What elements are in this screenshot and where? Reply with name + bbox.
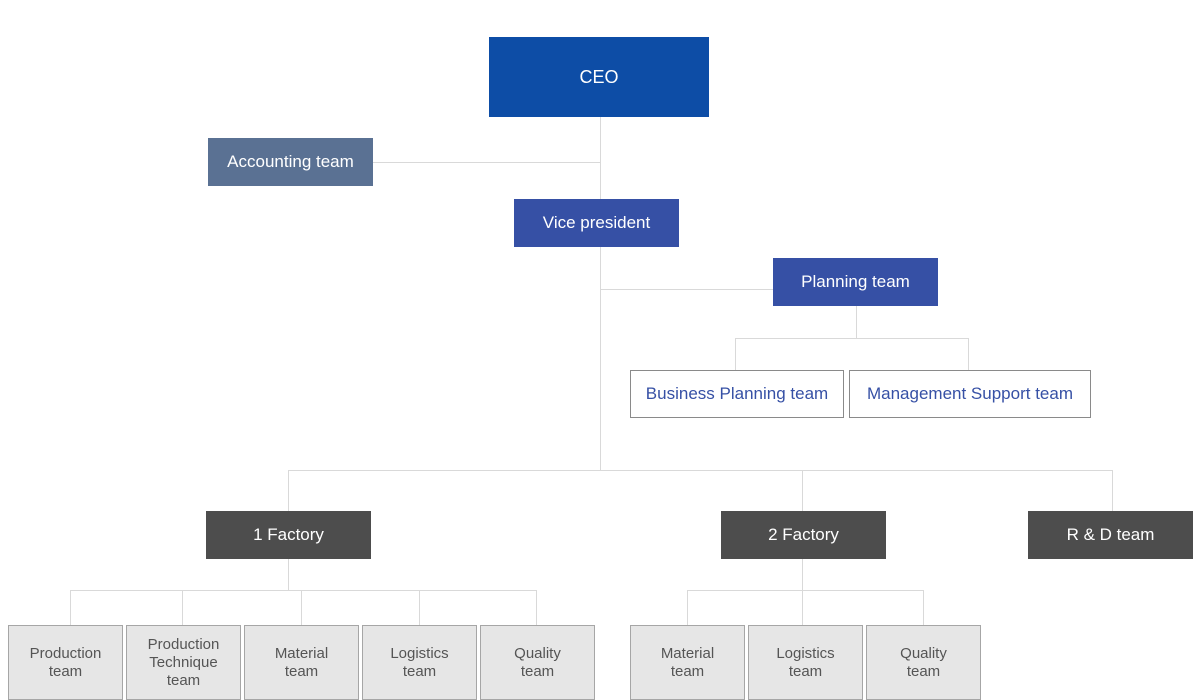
factory2-node[interactable]: 2 Factory bbox=[721, 511, 886, 559]
factory1-label: 1 Factory bbox=[253, 525, 324, 544]
connector-planning-down bbox=[856, 306, 857, 339]
rnd-team-label: R & D team bbox=[1066, 525, 1155, 544]
connector-planning-bus bbox=[735, 338, 969, 339]
connector-f1-team-2 bbox=[182, 590, 183, 625]
connector-f1-team-3 bbox=[301, 590, 302, 625]
vice-president-label: Vice president bbox=[542, 213, 651, 232]
connector-factory1-down bbox=[288, 559, 289, 590]
rnd-team-node[interactable]: R & D team bbox=[1028, 511, 1193, 559]
team-label-line1: Quality bbox=[900, 644, 947, 662]
connector-factory1-bus bbox=[70, 590, 537, 591]
connector-factory2-bus bbox=[687, 590, 924, 591]
connector-factory-bus bbox=[288, 470, 1113, 471]
team-label-line1: Logistics bbox=[390, 644, 449, 662]
team-label-line2: Technique team bbox=[149, 653, 218, 689]
team-label-line2: team bbox=[284, 662, 319, 680]
planning-team-label: Planning team bbox=[801, 272, 910, 291]
connector-f1-team-1 bbox=[70, 590, 71, 625]
team-label-line1: Production bbox=[29, 644, 102, 662]
vice-president-node[interactable]: Vice president bbox=[514, 199, 679, 247]
team-label-line2: team bbox=[670, 662, 705, 680]
ceo-label: CEO bbox=[579, 66, 619, 87]
accounting-team-node[interactable]: Accounting team bbox=[208, 138, 373, 186]
connector-accounting bbox=[373, 162, 601, 163]
team-label-line1: Production bbox=[147, 635, 220, 653]
factory2-label: 2 Factory bbox=[768, 525, 839, 544]
accounting-team-label: Accounting team bbox=[227, 152, 354, 171]
connector-factory1 bbox=[288, 470, 289, 511]
connector-business-planning bbox=[735, 338, 736, 370]
team-label-line2: team bbox=[520, 662, 555, 680]
team-label-line2: team bbox=[402, 662, 437, 680]
connector-management-support bbox=[968, 338, 969, 370]
business-planning-team-label: Business Planning team bbox=[645, 384, 829, 403]
connector-rnd bbox=[1112, 470, 1113, 511]
management-support-team-label: Management Support team bbox=[866, 384, 1073, 403]
factory1-node[interactable]: 1 Factory bbox=[206, 511, 371, 559]
connector-f2-team-3 bbox=[923, 590, 924, 625]
team-label-line1: Material bbox=[274, 644, 329, 662]
team-label-line1: Material bbox=[660, 644, 715, 662]
management-support-team-node[interactable]: Management Support team bbox=[849, 370, 1091, 418]
team-label-line2: team bbox=[48, 662, 83, 680]
planning-team-node[interactable]: Planning team bbox=[773, 258, 938, 306]
connector-factory2-down bbox=[802, 559, 803, 625]
team-label-line1: Quality bbox=[514, 644, 561, 662]
connector-factory2 bbox=[802, 470, 803, 511]
business-planning-team-node[interactable]: Business Planning team bbox=[630, 370, 844, 418]
ceo-node[interactable]: CEO bbox=[489, 37, 709, 117]
connector-planning bbox=[600, 289, 773, 290]
connector-f1-team-4 bbox=[419, 590, 420, 625]
connector-f2-team-1 bbox=[687, 590, 688, 625]
connector-f1-team-5 bbox=[536, 590, 537, 625]
team-label-line1: Logistics bbox=[776, 644, 835, 662]
team-label-line2: team bbox=[788, 662, 823, 680]
connector-ceo-trunk bbox=[600, 117, 601, 470]
team-label-line2: team bbox=[906, 662, 941, 680]
